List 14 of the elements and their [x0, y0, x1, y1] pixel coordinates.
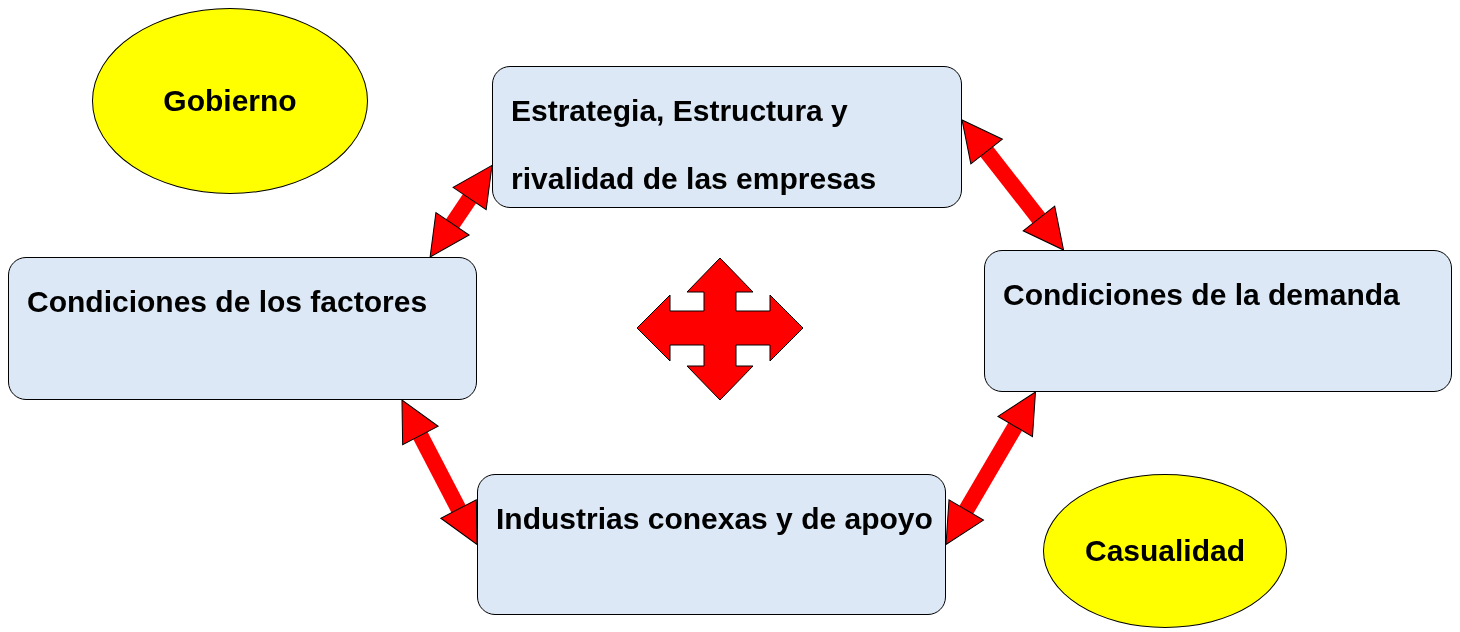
double-arrow	[945, 391, 1036, 545]
node-label: Estrategia, Estructura y rivalidad de las empresas	[511, 93, 878, 197]
process-box	[984, 250, 1452, 392]
process-box	[492, 66, 962, 208]
node-label: Industrias conexas y de apoyo	[496, 501, 934, 537]
process-box	[8, 257, 477, 400]
double-arrow	[429, 164, 493, 258]
node-label: Gobierno	[163, 84, 297, 118]
double-arrow	[961, 119, 1065, 251]
double-arrow	[401, 399, 478, 545]
process-box	[477, 474, 946, 615]
node-label: Condiciones de la demanda	[1003, 277, 1401, 313]
node-label: Casualidad	[1084, 534, 1246, 568]
node-label: Condiciones de los factores	[27, 284, 429, 320]
